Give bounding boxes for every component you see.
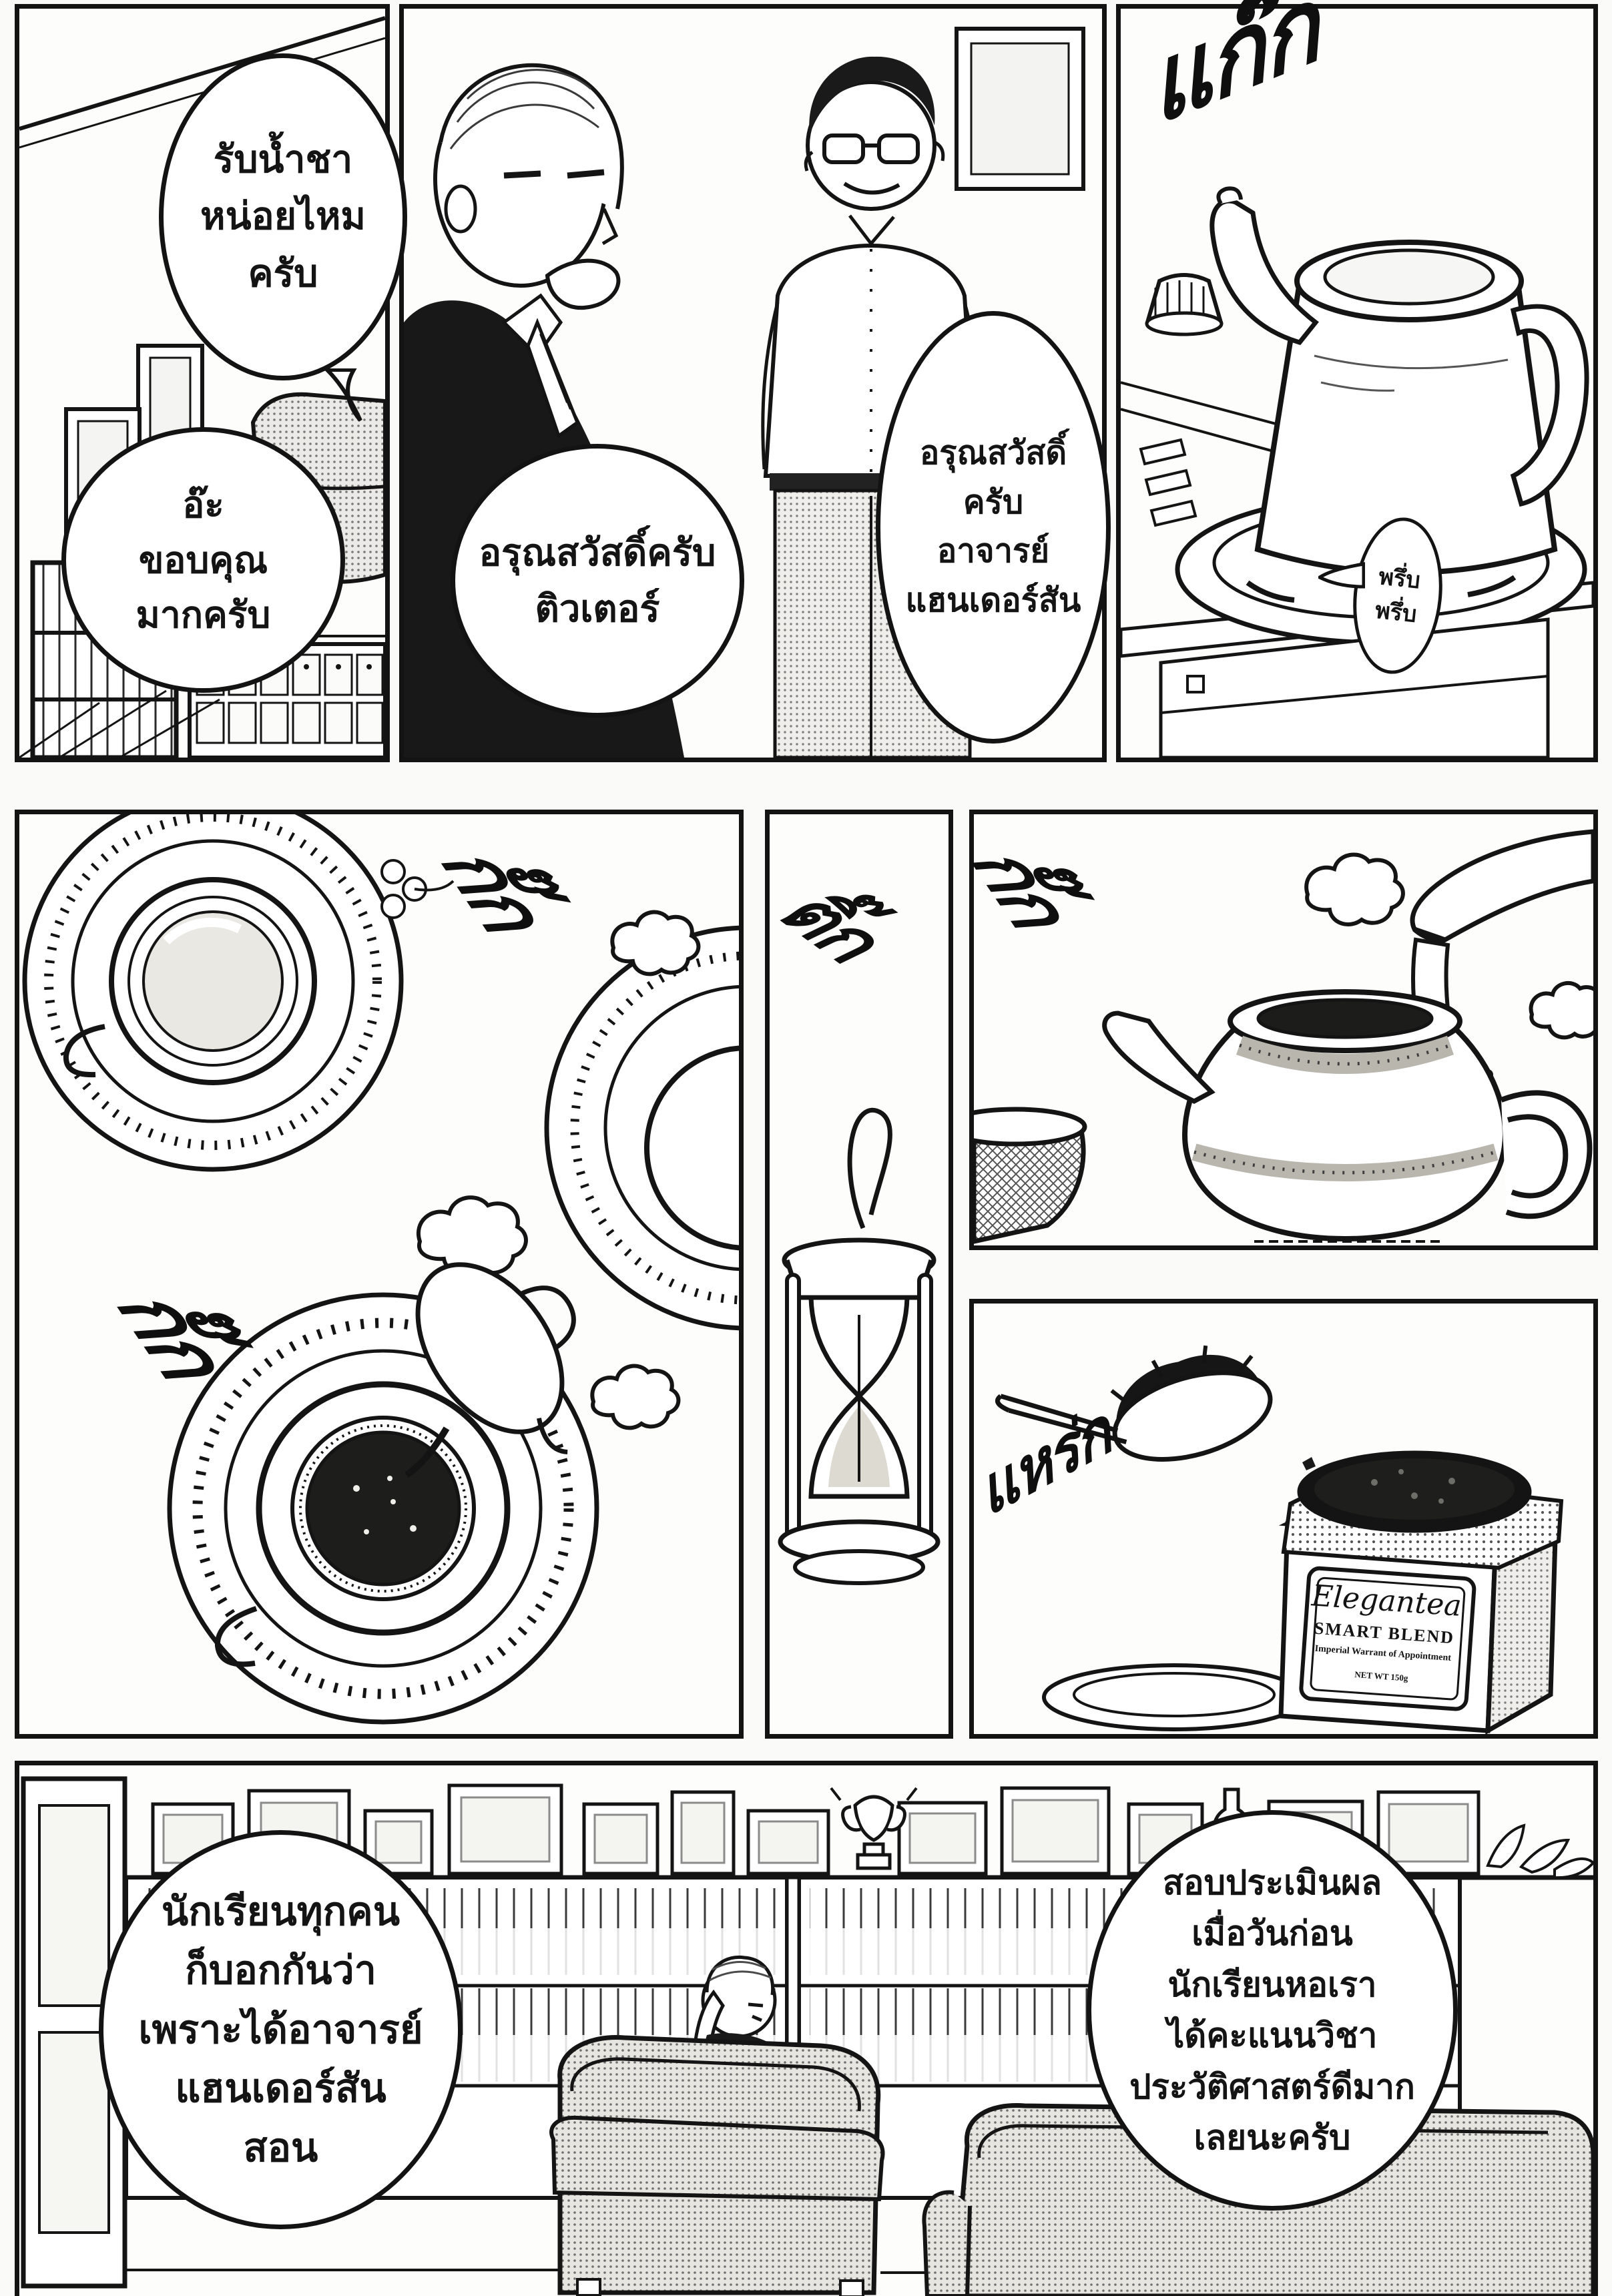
strainer-bowl (974, 1107, 1087, 1244)
tin-brand: Elegantea (1310, 1578, 1463, 1623)
tea-tin-illustration (995, 1345, 1564, 1734)
panel-greeting (399, 4, 1107, 762)
armchair (549, 2035, 885, 2296)
plate (1042, 1663, 1306, 1731)
plant (1486, 1823, 1593, 1880)
panel-hourglass (765, 810, 953, 1739)
steam-wisp (847, 1107, 892, 1229)
tea-spoon (995, 1345, 1273, 1462)
tin-weight: NET WT 150g (1354, 1669, 1408, 1683)
trophy-icon (830, 1787, 918, 1870)
hourglass (778, 1237, 941, 1585)
tin-warrant: Imperial Warrant of Appointment (1314, 1643, 1452, 1663)
teacup-saucer-top (22, 814, 404, 1172)
bubble-students: นักเรียนทุกคน ก็บอกกันว่า เพราะได้อาจารย… (99, 1830, 463, 2229)
kettle (1210, 186, 1589, 575)
tin-blend: SMART BLEND (1313, 1618, 1456, 1647)
bubble-thanks: อ๊ะ ขอบคุณ มากครับ (61, 427, 345, 693)
cream-jug (415, 1262, 576, 1454)
panel-kettle (1116, 4, 1598, 762)
bubble-offer-tea: รับน้ำชา หน่อยไหม ครับ (159, 53, 407, 380)
bubble-simmer-tail (1318, 562, 1365, 589)
teacups-illustration (22, 814, 739, 1725)
bubble-greet-tutor: อรุณสวัสดิ์ครับ ติวเตอร์ (451, 444, 744, 718)
panel-teacups (15, 810, 744, 1739)
bubble-offer-tea-tail (322, 368, 362, 422)
panel-teapot (969, 810, 1598, 1250)
teacup-saucer-partial (544, 925, 739, 1331)
steam-cloud (1304, 852, 1593, 1040)
panel-tea-tin (969, 1299, 1598, 1739)
door (21, 1776, 127, 2289)
hourglass-illustration (778, 1107, 941, 1585)
stove-knob (1145, 273, 1224, 336)
teapot-illustration (974, 829, 1593, 1244)
tea-tin (1278, 1450, 1564, 1734)
bubble-greet-henderson: อรุณสวัสดิ์ ครับ อาจารย์ แฮนเดอร์สัน (876, 311, 1111, 744)
bubble-exam: สอบประเมินผล เมื่อวันก่อน นักเรียนหอเรา … (1087, 1810, 1458, 2211)
steam-cloud (417, 910, 701, 1430)
certificate-inners (162, 1796, 1469, 1864)
flower-sprig (380, 859, 455, 919)
glasses-icon (822, 133, 865, 164)
teapot (1102, 989, 1593, 1243)
tea-tin-label: Elegantea SMART BLEND Imperial Warrant o… (1298, 1560, 1470, 1705)
